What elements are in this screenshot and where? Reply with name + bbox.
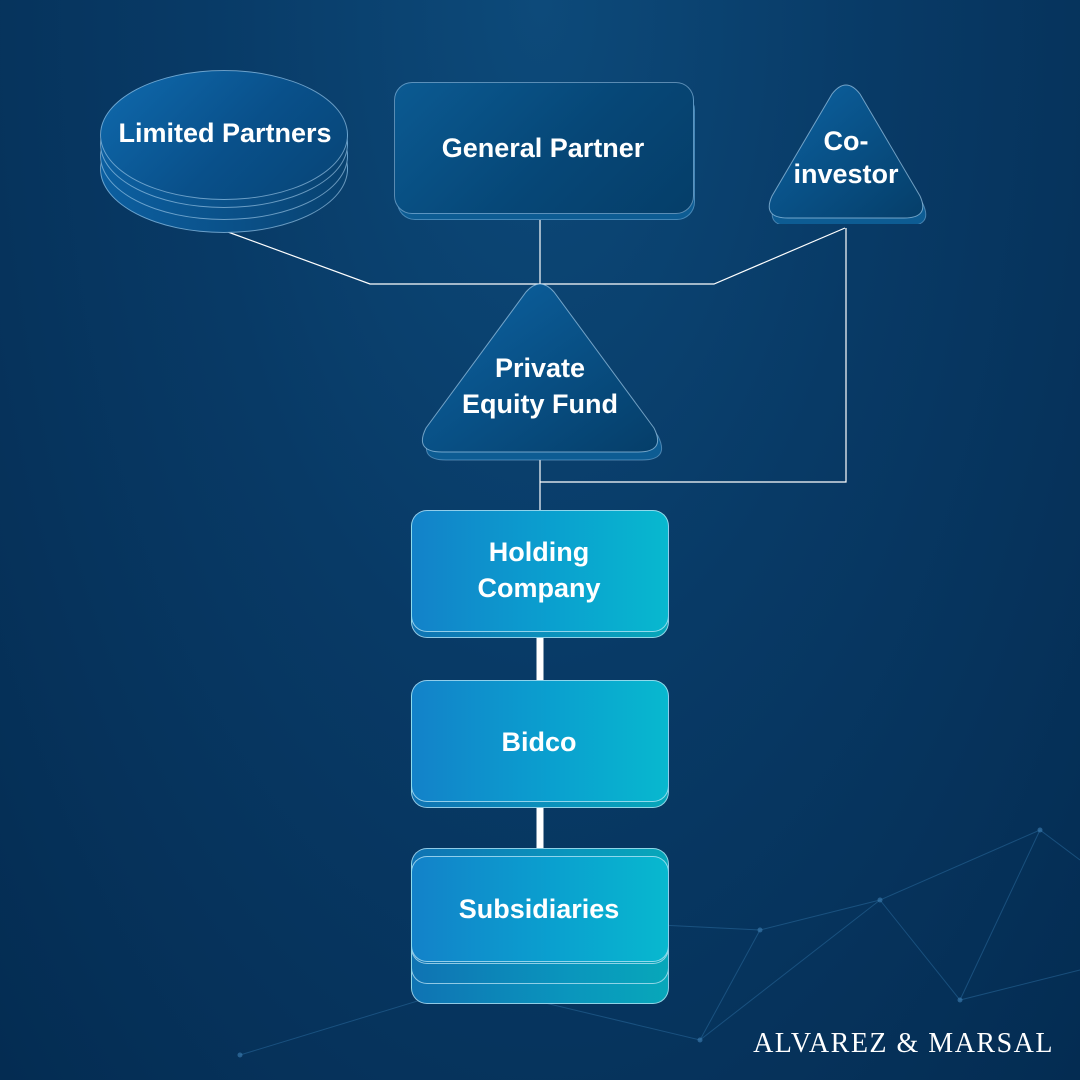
- co-investor-label: Co- investor: [766, 125, 926, 191]
- general-partner-box: [394, 82, 694, 214]
- connector-lp-to-fund: [227, 231, 540, 285]
- co-investor-label-line1: Co-: [823, 126, 869, 156]
- holding-company-label-line1: Holding: [488, 537, 590, 567]
- brand-logo: ALVAREZ & MARSAL: [753, 1028, 1054, 1059]
- private-equity-fund-label: Private Equity Fund: [420, 350, 660, 422]
- holding-company-label: Holding Company: [411, 534, 667, 606]
- bidco-box: [411, 680, 669, 802]
- subsidiaries-box: [411, 856, 669, 962]
- holding-company-label-line2: Company: [477, 573, 601, 603]
- private-equity-fund-shape: [422, 283, 662, 461]
- general-partner-label: General Partner: [441, 133, 645, 163]
- private-equity-fund-label-line1: Private: [494, 353, 586, 383]
- co-investor-shape: [768, 84, 927, 224]
- subsidiaries-label: Subsidiaries: [458, 894, 620, 924]
- disc-top: [100, 70, 348, 200]
- bidco-label: Bidco: [501, 727, 577, 757]
- holding-company-box: [411, 510, 669, 632]
- limited-partners-label: Limited Partners: [118, 118, 332, 148]
- co-investor-label-line2: investor: [793, 159, 899, 189]
- connector-coinvestor-to-holding: [540, 228, 847, 483]
- connector-coinvestor-to-fund: [540, 227, 846, 285]
- private-equity-fund-label-line2: Equity Fund: [462, 389, 618, 419]
